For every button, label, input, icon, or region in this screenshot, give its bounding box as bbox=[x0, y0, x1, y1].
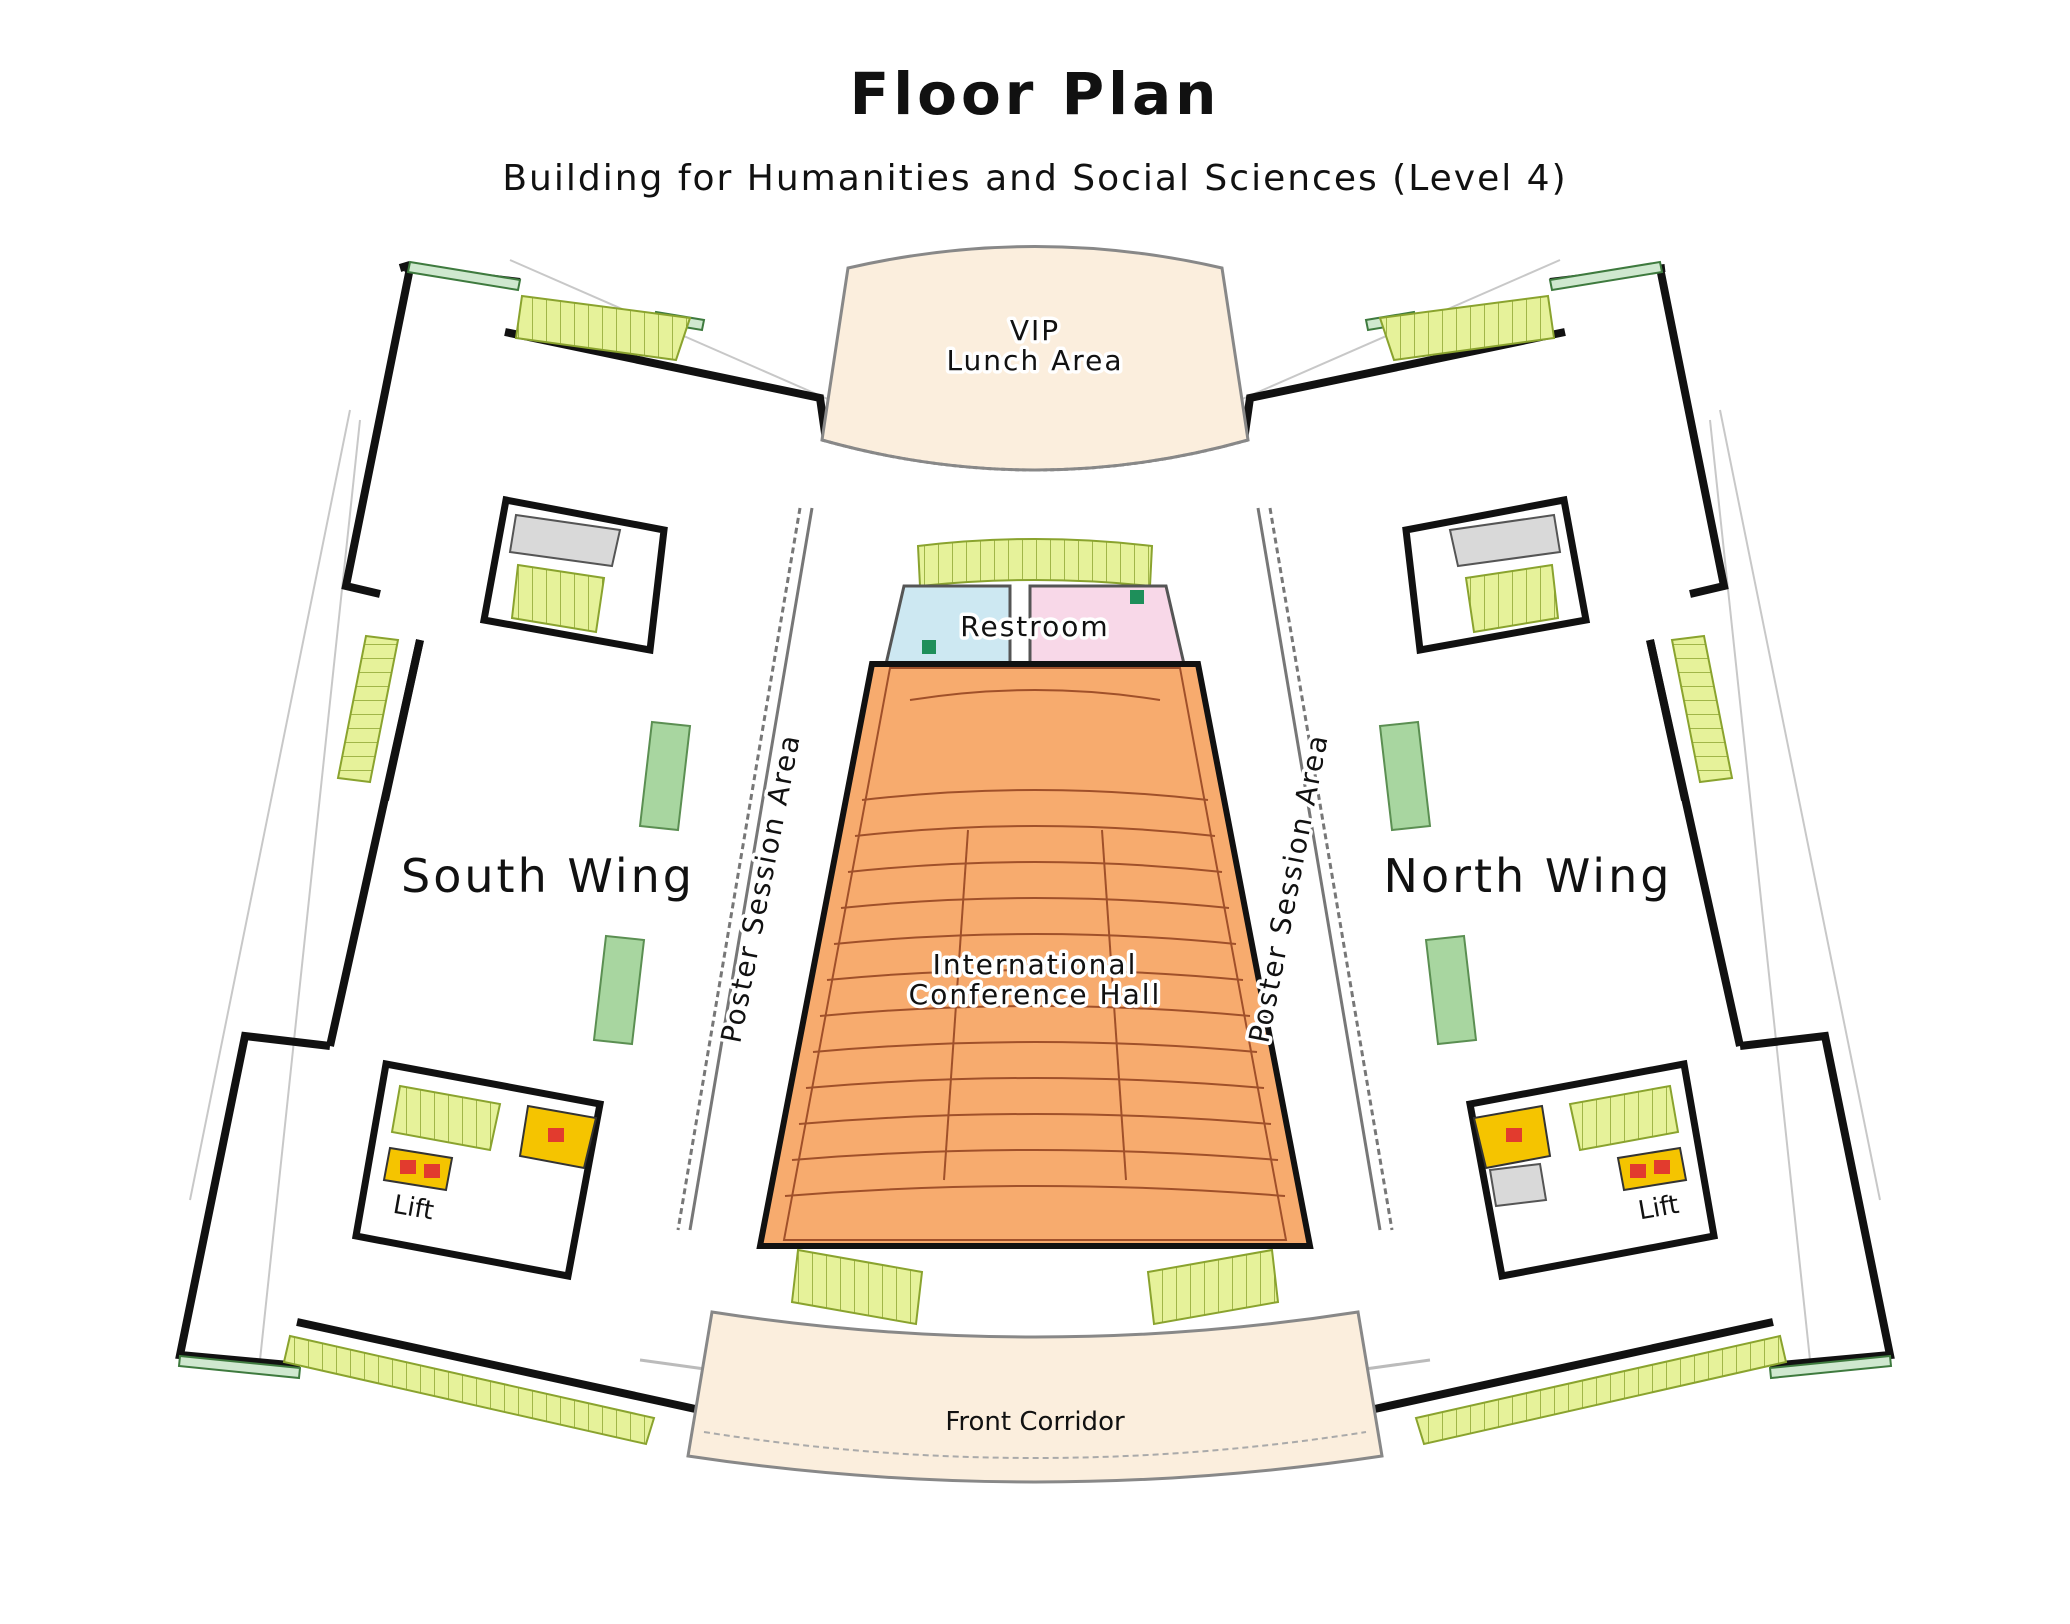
stair-side-right bbox=[1670, 634, 1734, 784]
stair-top-left bbox=[514, 294, 692, 362]
restroom-block: Restroom bbox=[884, 538, 1186, 666]
elevator-icon bbox=[548, 1128, 564, 1142]
service-core-lower-left: Lift bbox=[351, 1059, 605, 1281]
vip-label-line2: Lunch Area bbox=[946, 344, 1123, 377]
stair-bottom-right bbox=[1414, 1334, 1788, 1446]
elevator-icon bbox=[1654, 1160, 1670, 1174]
lift-label-right: Lift bbox=[1636, 1190, 1681, 1227]
restroom-top-stair bbox=[916, 538, 1154, 588]
restroom-label: Restroom bbox=[960, 610, 1109, 643]
north-wing-label: North Wing bbox=[1384, 849, 1673, 903]
lift-label-left: Lift bbox=[391, 1190, 436, 1227]
stairs-bottom bbox=[282, 1334, 1788, 1446]
stair-bottom-left bbox=[282, 1334, 656, 1446]
exterior-glazing-lines bbox=[189, 259, 1881, 1361]
front-corridor-shape bbox=[686, 1310, 1384, 1484]
elevator-icon bbox=[1506, 1128, 1522, 1142]
stair-side-left bbox=[336, 634, 400, 784]
stair-lower-right bbox=[1146, 1248, 1280, 1326]
planter-south-2 bbox=[592, 934, 646, 1046]
elevator-icon bbox=[424, 1164, 440, 1178]
conference-hall: International Conference Hall bbox=[756, 661, 1314, 1249]
front-corridor-label: Front Corridor bbox=[945, 1407, 1125, 1437]
vip-label-line1: VIP bbox=[1010, 314, 1060, 347]
planter-south-1 bbox=[638, 720, 692, 832]
service-core-upper-right bbox=[1402, 495, 1591, 655]
elevator-shaft-left-2 bbox=[382, 1146, 454, 1192]
elevator-shaft-right-2 bbox=[1616, 1146, 1688, 1192]
stair-lower-left bbox=[790, 1248, 924, 1326]
page-subtitle: Building for Humanities and Social Scien… bbox=[502, 158, 1568, 199]
stairs-lower bbox=[790, 1248, 1280, 1326]
vip-lunch-area: VIP Lunch Area bbox=[820, 245, 1250, 472]
service-core-lower-right: Lift bbox=[1465, 1059, 1719, 1281]
front-corridor: Front Corridor bbox=[686, 1310, 1384, 1484]
service-core-upper-left bbox=[479, 495, 668, 655]
hall-label-line2: Conference Hall bbox=[909, 978, 1162, 1011]
stairs-upper bbox=[514, 294, 1556, 362]
planter-north-1 bbox=[1378, 720, 1432, 832]
restroom-sign-icon-women bbox=[1130, 590, 1144, 604]
poster-session-left-label: Poster Session Area bbox=[714, 731, 806, 1046]
hall-label-line1: International bbox=[933, 948, 1138, 981]
elevator-icon bbox=[400, 1160, 416, 1174]
planter-north-2 bbox=[1424, 934, 1478, 1046]
stair-top-right bbox=[1378, 294, 1556, 362]
seating-rows bbox=[784, 689, 1286, 1197]
restroom-sign-icon bbox=[922, 640, 936, 654]
planters bbox=[592, 720, 1478, 1046]
elevator-icon bbox=[1630, 1164, 1646, 1178]
page-title: Floor Plan bbox=[849, 60, 1221, 128]
poster-corridor-lines bbox=[639, 507, 1431, 1372]
south-wing-label: South Wing bbox=[401, 849, 695, 903]
stairs-side bbox=[336, 634, 1734, 784]
